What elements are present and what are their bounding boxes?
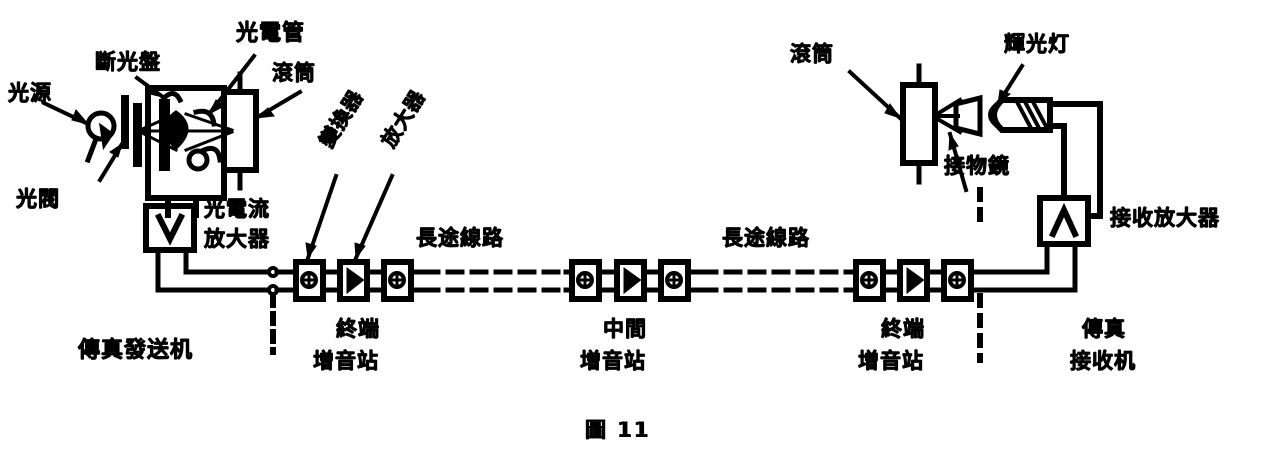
drum-right-icon (900, 63, 938, 185)
label-photocurrent-amplifier-line1: 光電流 (204, 197, 270, 221)
label-mid-station-line2: 增音站 (580, 349, 646, 373)
long-line-left-dashed (421, 269, 569, 293)
label-terminal-station-right-line1: 終端 (881, 317, 925, 341)
station-mid-box-2 (614, 259, 647, 302)
station-left-box-2 (337, 259, 370, 302)
label-long-line-left: 長途線路 (416, 226, 504, 250)
label-fax-transmitter: 傳真發送机 (78, 338, 194, 363)
photocurrent-amplifier-box (143, 203, 197, 253)
label-photocell: 光電管 (236, 21, 306, 46)
transmitter-output-wiring (155, 247, 275, 293)
label-long-line-right: 長途線路 (722, 226, 810, 250)
label-fax-receiver-line1: 傳真 (1082, 317, 1126, 341)
label-photocurrent-amplifier-line2: 放大器 (204, 227, 270, 251)
light-source-icon (84, 110, 117, 164)
label-fax-receiver-line2: 接收机 (1070, 349, 1136, 373)
objective-lens-icon (953, 94, 983, 138)
label-glow-lamp: 輝光灯 (1004, 32, 1070, 56)
label-terminal-station-left-line2: 增音站 (313, 349, 379, 373)
receiving-amplifier-box (1037, 195, 1091, 247)
label-chopper-disk: 斷光盤 (95, 50, 161, 74)
station-left-box-1 (293, 259, 326, 302)
label-drum-left: 滾筒 (272, 61, 316, 85)
label-mid-station-line1: 中間 (603, 317, 647, 341)
label-drum-right: 滾筒 (790, 42, 834, 66)
station-right-box-1 (853, 259, 886, 302)
label-receiving-amplifier: 接收放大器 (1110, 206, 1220, 230)
glow-lamp-icon (988, 97, 1053, 133)
station-mid-box-1 (569, 259, 602, 302)
label-terminal-station-right-line2: 增音站 (858, 349, 924, 373)
annotation-arrows (41, 53, 1025, 261)
station-right-box-2 (897, 259, 930, 302)
receiver-wiring (968, 242, 1078, 293)
label-light-valve: 光閥 (16, 187, 60, 211)
light-beam-left (137, 112, 180, 153)
figure-caption: 圖 11 (585, 418, 651, 442)
receiver-lamp-wiring (1047, 101, 1103, 219)
label-light-source: 光源 (8, 81, 52, 105)
label-objective-lens: 接物鏡 (944, 154, 1010, 178)
label-terminal-station-left-line1: 終端 (336, 317, 380, 341)
station-left-box-3 (381, 259, 414, 302)
station-right-box-3 (941, 259, 974, 302)
station-mid-box-3 (658, 259, 691, 302)
long-line-right-dashed (699, 269, 853, 293)
light-valve-icon (121, 95, 142, 167)
